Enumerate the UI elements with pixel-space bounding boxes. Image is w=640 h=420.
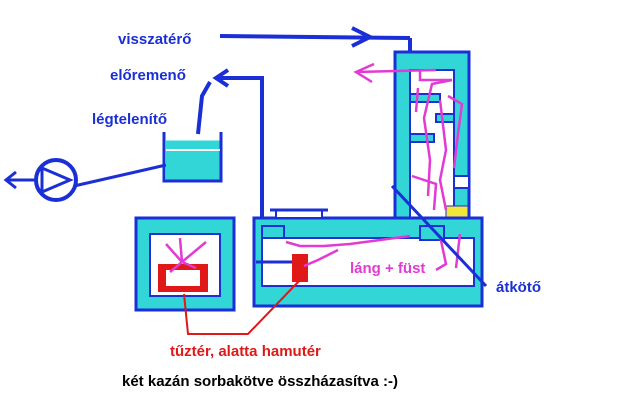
flame-smoke-label: láng + füst xyxy=(350,260,425,277)
supply-line-label: előremenő xyxy=(110,67,186,84)
air-vent-label: légtelenítő xyxy=(92,111,167,128)
connector-line xyxy=(390,184,488,288)
firebox-label: tűztér, alatta hamutér xyxy=(170,343,321,360)
expansion-tank-icon xyxy=(162,132,223,183)
supply-pipe xyxy=(196,68,264,218)
return-line-label: visszatérő xyxy=(118,31,191,48)
caption-text: két kazán sorbakötve összházasítva :-) xyxy=(122,373,398,390)
return-pipe xyxy=(219,26,412,56)
horizontal-boiler xyxy=(252,208,484,308)
connector-label: átkötő xyxy=(496,279,541,296)
flame-smoke-paths xyxy=(165,62,464,273)
pump-icon xyxy=(3,158,167,202)
firebox-pointer xyxy=(183,279,301,335)
